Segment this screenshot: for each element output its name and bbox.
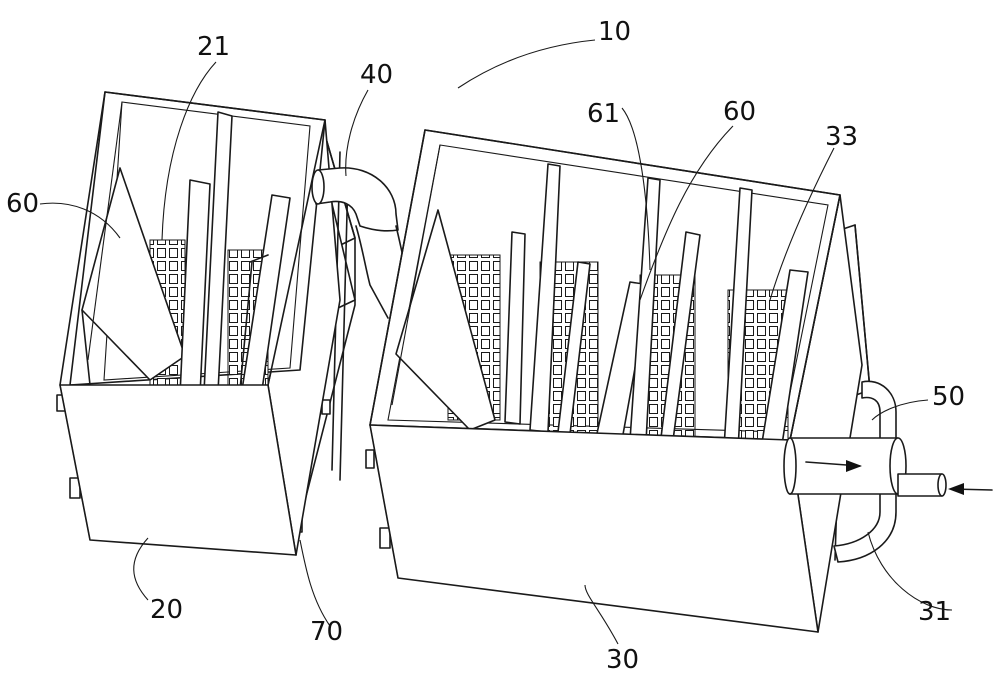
- leader-lines: [39, 39, 953, 645]
- label-33: 33: [825, 122, 858, 152]
- label-61: 61: [587, 99, 620, 129]
- label-21: 21: [197, 32, 230, 62]
- label-70: 70: [310, 617, 343, 647]
- label-10: 10: [598, 17, 631, 47]
- label-40: 40: [360, 60, 393, 90]
- label-50: 50: [932, 382, 965, 412]
- inlet-pipe-assembly: [783, 380, 993, 563]
- label-60-right: 60: [723, 97, 756, 127]
- label-30: 30: [606, 645, 639, 674]
- reference-labels: 10 21 40 60 61 60 33 50 31 20 70 30: [6, 17, 965, 674]
- right-tank: [365, 129, 871, 633]
- label-20: 20: [150, 595, 183, 625]
- label-31: 31: [918, 597, 951, 627]
- connecting-pipe: [311, 167, 411, 319]
- left-tank: [56, 91, 356, 556]
- label-60-left: 60: [6, 189, 39, 219]
